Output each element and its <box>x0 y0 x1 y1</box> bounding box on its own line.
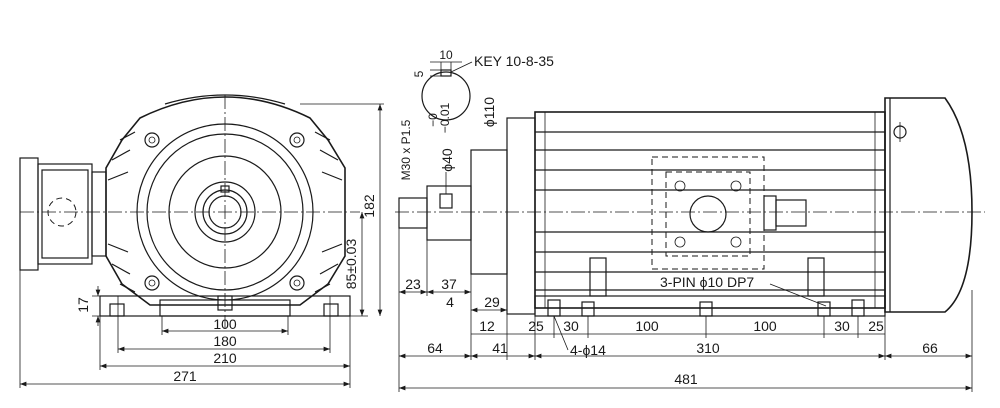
dim-100b: 100 <box>753 318 777 334</box>
thread-label: M30 x P1.5 <box>399 119 413 180</box>
shaft-tol-upper: −0 <box>426 113 440 127</box>
key-label: KEY 10-8-35 <box>474 53 554 69</box>
front-bolts <box>144 132 305 291</box>
motor-housing-front <box>105 94 346 306</box>
dim-85: 85±0.03 <box>343 239 359 290</box>
dim-17: 17 <box>75 297 91 313</box>
dim-37: 37 <box>441 276 457 292</box>
shaft-tol-lower: −0.01 <box>438 102 452 133</box>
key-section: 10 5 KEY 10-8-35 <box>412 48 554 121</box>
front-dimensions: 100 180 210 271 17 85±0.03 <box>19 103 384 388</box>
front-view: 100 180 210 271 17 85±0.03 <box>19 94 384 388</box>
side-labels: M30 x P1.5 ϕ40 −0 −0.01 ϕ110 3-PIN ϕ10 D… <box>399 97 827 307</box>
fan-cover <box>884 97 973 313</box>
dim-25a: 25 <box>528 318 544 334</box>
dim-64: 64 <box>427 340 443 356</box>
motor-body <box>534 111 886 309</box>
flange-dia-label: ϕ110 <box>481 97 497 127</box>
side-dimensions: 23 37 4 29 12 25 30 100 100 30 25 <box>398 228 973 392</box>
dim-180: 180 <box>213 333 237 349</box>
dim-210: 210 <box>213 350 237 366</box>
dim-29: 29 <box>484 294 500 310</box>
shaft-dia-label: ϕ40 <box>439 148 455 172</box>
dim-23: 23 <box>405 276 421 292</box>
dim-66: 66 <box>922 340 938 356</box>
dim-182: 182 <box>361 194 377 218</box>
dim-25b: 25 <box>868 318 884 334</box>
dim-310: 310 <box>696 340 720 356</box>
dim-30a: 30 <box>563 318 579 334</box>
dim-41: 41 <box>492 340 508 356</box>
dim-271: 271 <box>173 368 197 384</box>
dim-481: 481 <box>674 371 698 387</box>
key-height: 5 <box>412 70 426 77</box>
front-base <box>99 295 351 317</box>
side-feet <box>534 257 886 317</box>
motor-flange <box>470 117 536 315</box>
side-view: 10 5 KEY 10-8-35 <box>395 48 985 392</box>
dim-4: 4 <box>446 294 454 310</box>
key-width: 10 <box>439 48 453 62</box>
dim-100: 100 <box>213 316 237 332</box>
terminal-box-dashed <box>651 156 807 270</box>
terminal-box <box>19 157 107 271</box>
dim-12: 12 <box>479 318 495 334</box>
motor-shaft <box>398 172 472 241</box>
dim-30b: 30 <box>834 318 850 334</box>
dim-100a: 100 <box>635 318 659 334</box>
pin-label: 3-PIN ϕ10 DP7 <box>660 274 754 290</box>
